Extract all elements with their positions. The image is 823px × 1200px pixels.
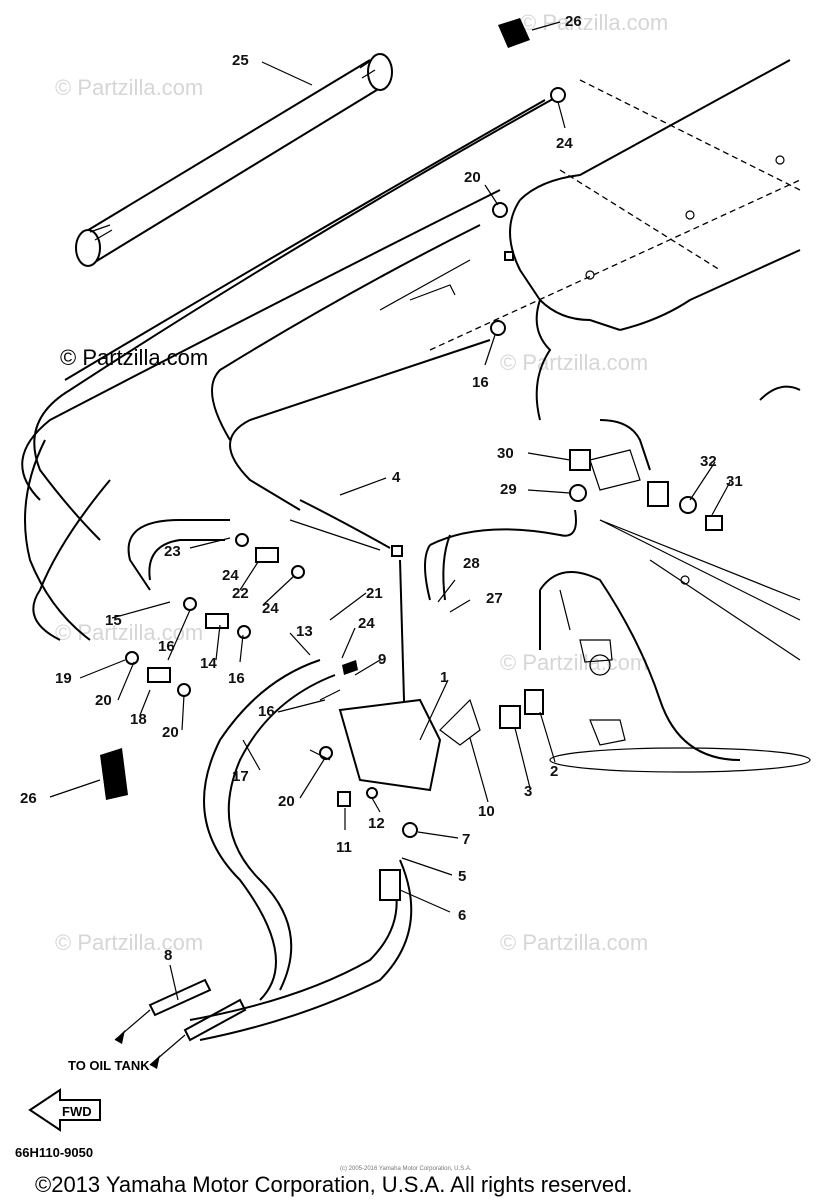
fwd-label: FWD bbox=[62, 1104, 92, 1119]
callout-14: 14 bbox=[200, 655, 217, 672]
hidden-lines bbox=[429, 79, 801, 351]
engine-block bbox=[509, 59, 811, 773]
callout-19: 19 bbox=[55, 670, 72, 687]
callout-2: 2 bbox=[550, 763, 558, 780]
oil-lines bbox=[21, 94, 577, 1041]
callout-21: 21 bbox=[366, 585, 383, 602]
callout-6: 6 bbox=[458, 907, 466, 924]
callout-13: 13 bbox=[296, 623, 313, 640]
callout-9: 9 bbox=[378, 651, 386, 668]
fwd-arrow: FWD bbox=[28, 1088, 101, 1132]
watermark: © Partzilla.com bbox=[55, 75, 203, 100]
callout-16: 16 bbox=[228, 670, 245, 687]
diagram-code: 66H110-9050 bbox=[15, 1145, 93, 1160]
small-parts bbox=[100, 18, 723, 901]
callout-10: 10 bbox=[478, 803, 495, 820]
watermarks: © Partzilla.com © Partzilla.com © Partzi… bbox=[55, 10, 668, 955]
copyright-footer: ©2013 Yamaha Motor Corporation, U.S.A. A… bbox=[35, 1172, 632, 1197]
callout-8: 8 bbox=[164, 947, 172, 964]
watermark: © Partzilla.com bbox=[500, 930, 648, 955]
callout-20: 20 bbox=[464, 169, 481, 186]
watermark: © Partzilla.com bbox=[500, 650, 648, 675]
callout-11: 11 bbox=[336, 839, 352, 856]
callout-20: 20 bbox=[278, 793, 295, 810]
callout-3: 3 bbox=[524, 783, 532, 800]
callout-25: 25 bbox=[232, 52, 249, 69]
callout-7: 7 bbox=[462, 831, 470, 848]
callout-32: 32 bbox=[700, 453, 717, 470]
callout-24: 24 bbox=[556, 135, 573, 152]
callout-12: 12 bbox=[368, 815, 385, 832]
tiny-credit: (c) 2005-2016 Yamaha Motor Corporation, … bbox=[340, 1166, 472, 1172]
callout-26: 26 bbox=[20, 790, 37, 807]
callout-24: 24 bbox=[222, 567, 239, 584]
callout-30: 30 bbox=[497, 445, 514, 462]
tubes-to-oil-tank bbox=[114, 978, 247, 1069]
callout-16: 16 bbox=[258, 703, 275, 720]
callout-4: 4 bbox=[392, 469, 401, 486]
callout-26: 26 bbox=[565, 13, 582, 30]
callout-17: 17 bbox=[232, 768, 249, 785]
callout-23: 23 bbox=[164, 543, 181, 560]
to-oil-tank-label: TO OIL TANK bbox=[68, 1058, 150, 1073]
callout-27: 27 bbox=[486, 590, 503, 607]
callout-24: 24 bbox=[358, 615, 375, 632]
callout-28: 28 bbox=[463, 555, 480, 572]
callout-20: 20 bbox=[162, 724, 179, 741]
callout-1: 1 bbox=[440, 669, 448, 686]
callout-20: 20 bbox=[95, 692, 112, 709]
watermark: © Partzilla.com bbox=[55, 930, 203, 955]
watermark: © Partzilla.com bbox=[500, 350, 648, 375]
callout-22: 22 bbox=[232, 585, 249, 602]
watermark: © Partzilla.com bbox=[55, 620, 203, 645]
leader-lines bbox=[49, 21, 731, 1001]
callout-18: 18 bbox=[130, 711, 147, 728]
callouts: 25 26 24 20 16 30 29 32 31 4 23 24 22 24… bbox=[20, 13, 743, 964]
callout-29: 29 bbox=[500, 481, 517, 498]
watermark: © Partzilla.com bbox=[520, 10, 668, 35]
pipe-part-25 bbox=[75, 53, 393, 267]
callout-24: 24 bbox=[262, 600, 279, 617]
callout-31: 31 bbox=[726, 473, 743, 490]
callout-16: 16 bbox=[472, 374, 489, 391]
callout-15: 15 bbox=[105, 612, 122, 629]
callout-16: 16 bbox=[158, 638, 175, 655]
callout-5: 5 bbox=[458, 868, 466, 885]
